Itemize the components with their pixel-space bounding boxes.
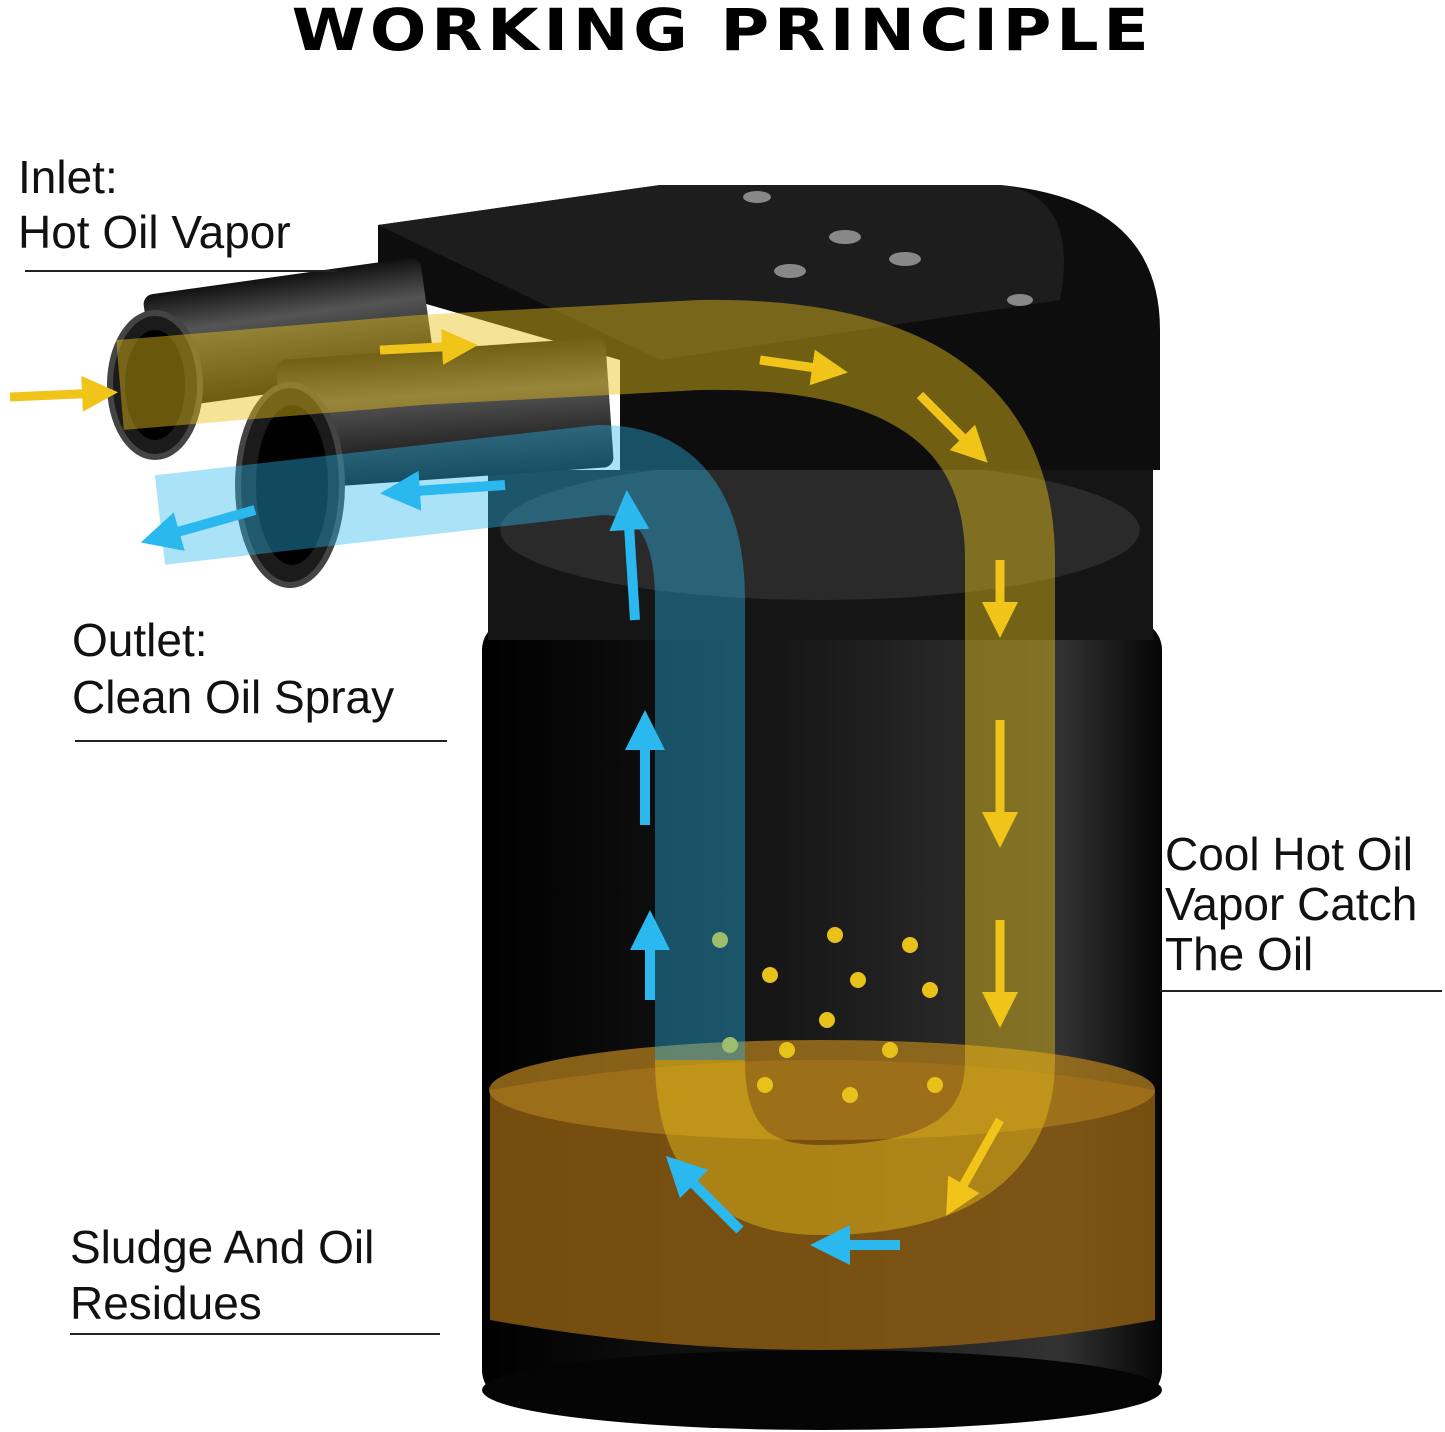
clean-flow-path: [154, 424, 745, 1060]
outlet-label-text: Clean Oil Spray: [72, 671, 395, 723]
sludge-label-line2: Residues: [70, 1277, 262, 1329]
cap-screw-holes: [743, 191, 1033, 306]
cool-label-line3: The Oil: [1165, 928, 1314, 980]
page-title: WORKING PRINCIPLE: [291, 0, 1154, 64]
sludge-label-line1: Sludge And Oil: [70, 1221, 375, 1273]
outlet-pipe: [235, 337, 614, 588]
inlet-underline: [25, 270, 337, 272]
outlet-underline: [75, 740, 447, 742]
outlet-label-heading: Outlet:: [72, 614, 208, 666]
inlet-label-text: Hot Oil Vapor: [18, 206, 291, 258]
cool-label-line1: Cool Hot Oil: [1165, 828, 1413, 880]
hot-vapor-flow-path: [116, 299, 1055, 1236]
oil-droplets: [712, 927, 943, 1103]
hot-flow-arrows: [9, 328, 1018, 1216]
sludge-underline: [70, 1333, 440, 1335]
cool-underline: [1160, 990, 1442, 992]
inlet-label-heading: Inlet:: [18, 151, 118, 203]
clean-flow-arrows: [140, 470, 900, 1265]
cool-label-line2: Vapor Catch: [1165, 878, 1418, 930]
